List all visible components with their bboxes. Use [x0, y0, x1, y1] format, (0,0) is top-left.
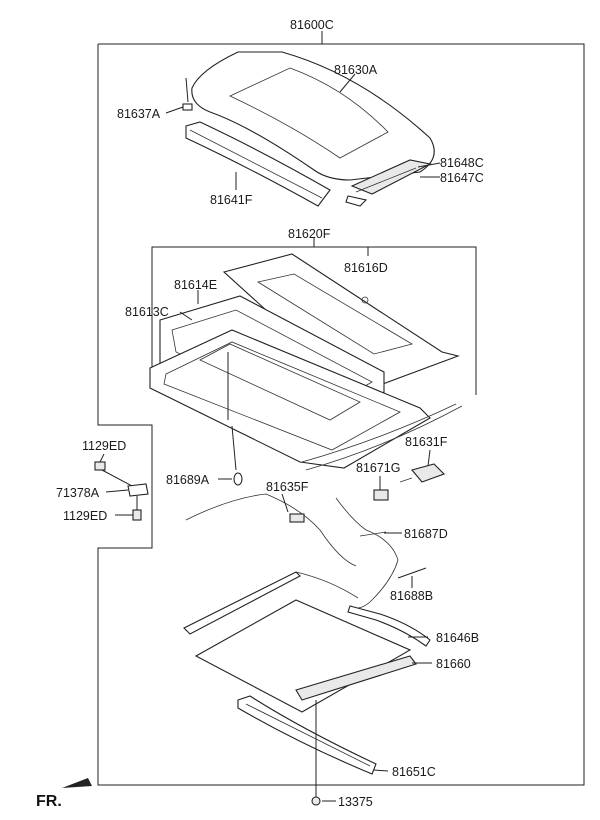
label-81613C: 81613C: [125, 305, 169, 319]
frame-part: [149, 295, 463, 471]
label-81614E: 81614E: [174, 278, 217, 292]
rear-rail-part: [237, 695, 377, 775]
label-81688B: 81688B: [390, 589, 433, 603]
label-81671G: 81671G: [356, 461, 400, 475]
label-81616D: 81616D: [344, 261, 388, 275]
label-81651C: 81651C: [392, 765, 436, 779]
glass-panel: [191, 51, 435, 181]
wiring-part: [335, 497, 399, 609]
drain-plug-part: [227, 352, 243, 486]
label-81687D: 81687D: [404, 527, 448, 541]
label-81620F: 81620F: [288, 227, 331, 241]
label-81637A: 81637A: [117, 107, 161, 121]
leader-1129ED-upper: [99, 453, 105, 463]
label-81635F: 81635F: [266, 480, 309, 494]
label-1129ED-upper: 1129ED: [82, 439, 126, 453]
front-direction-arrow-icon: [62, 778, 92, 788]
label-81641F: 81641F: [210, 193, 253, 207]
deflector-part: [185, 121, 331, 207]
label-81647C: 81647C: [440, 171, 484, 185]
label-81648C: 81648C: [440, 156, 484, 170]
guide-assembly: [345, 159, 432, 207]
label-81600C: 81600C: [290, 18, 334, 32]
label-81631F: 81631F: [405, 435, 448, 449]
bolt-upper-part: [94, 461, 133, 487]
label-81689A: 81689A: [166, 473, 210, 487]
label-71378A: 71378A: [56, 486, 100, 500]
bracket-part: [127, 483, 149, 497]
bolt-lower-part: [132, 496, 142, 521]
cable-right-part: [183, 571, 431, 647]
leader-81635F: [281, 493, 289, 513]
drain-hose-part: [397, 567, 427, 579]
leader-71378A: [105, 489, 129, 493]
orientation-label: FR.: [36, 793, 62, 810]
label-81630A: 81630A: [334, 63, 378, 77]
leader-81648C: [417, 162, 441, 168]
connector-part: [373, 489, 389, 501]
label-13375: 13375: [338, 795, 373, 809]
label-81660: 81660: [436, 657, 471, 671]
leader-81631F: [427, 449, 431, 467]
assembly-outline: [97, 43, 585, 786]
motor-part: [399, 463, 445, 483]
clip-part: [182, 77, 193, 111]
leader-81637A: [165, 106, 184, 114]
label-1129ED-lower: 1129ED: [63, 509, 107, 523]
sunshade-part: [194, 599, 417, 713]
leader-81613C: [179, 311, 193, 321]
leader-81630A: [339, 73, 356, 93]
cable-left-part: [185, 493, 357, 567]
nut-part: [311, 700, 321, 806]
label-81646B: 81646B: [436, 631, 479, 645]
leader-81651C: [373, 769, 389, 772]
